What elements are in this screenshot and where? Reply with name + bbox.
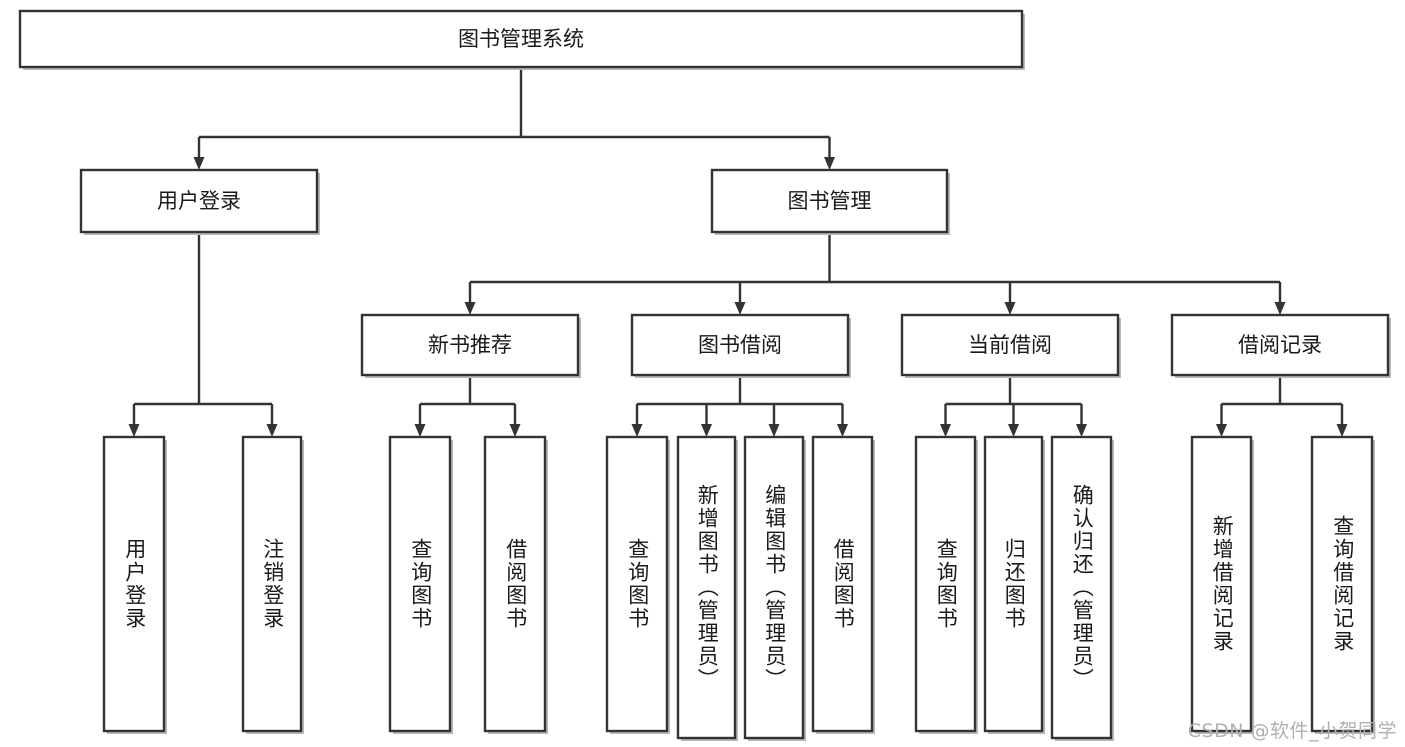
- label-l2-user-login: 用户登录: [157, 189, 241, 213]
- node-l3-borrow-record: [1170, 313, 1390, 377]
- edges-layer: [128, 67, 1348, 437]
- node-leaf-confirm-return: [1050, 435, 1113, 740]
- node-leaf-query-book-1: [388, 435, 452, 733]
- node-l3-book-borrow: [630, 313, 850, 377]
- node-leaf-user-login: [102, 435, 166, 733]
- label-root: 图书管理系统: [458, 27, 584, 51]
- node-leaf-return-book: [983, 435, 1044, 733]
- node-l3-new-book-rec: [360, 313, 580, 377]
- node-l2-user-login: [79, 168, 319, 234]
- label-l3-book-borrow: 图书借阅: [698, 333, 782, 357]
- node-leaf-logout: [241, 435, 303, 733]
- label-l3-borrow-record: 借阅记录: [1238, 333, 1322, 357]
- node-leaf-borrow-book-1: [483, 435, 547, 733]
- node-root: [18, 9, 1024, 69]
- node-leaf-query-book-2: [605, 435, 669, 733]
- label-l2-book-manage: 图书管理: [788, 189, 872, 213]
- label-l3-new-book-rec: 新书推荐: [428, 333, 512, 357]
- node-leaf-query-book-3: [914, 435, 977, 733]
- node-l2-book-manage: [710, 168, 949, 234]
- node-leaf-edit-book: [743, 435, 805, 740]
- node-leaf-borrow-book-2: [811, 435, 874, 733]
- boxes-layer: [18, 9, 1391, 741]
- node-leaf-query-record: [1310, 435, 1374, 733]
- node-leaf-add-book: [676, 435, 737, 740]
- watermark: CSDN @软件_小贺同学: [1187, 720, 1397, 742]
- label-l3-current-borrow: 当前借阅: [968, 333, 1052, 357]
- node-leaf-add-record: [1190, 435, 1253, 733]
- node-l3-current-borrow: [900, 313, 1120, 377]
